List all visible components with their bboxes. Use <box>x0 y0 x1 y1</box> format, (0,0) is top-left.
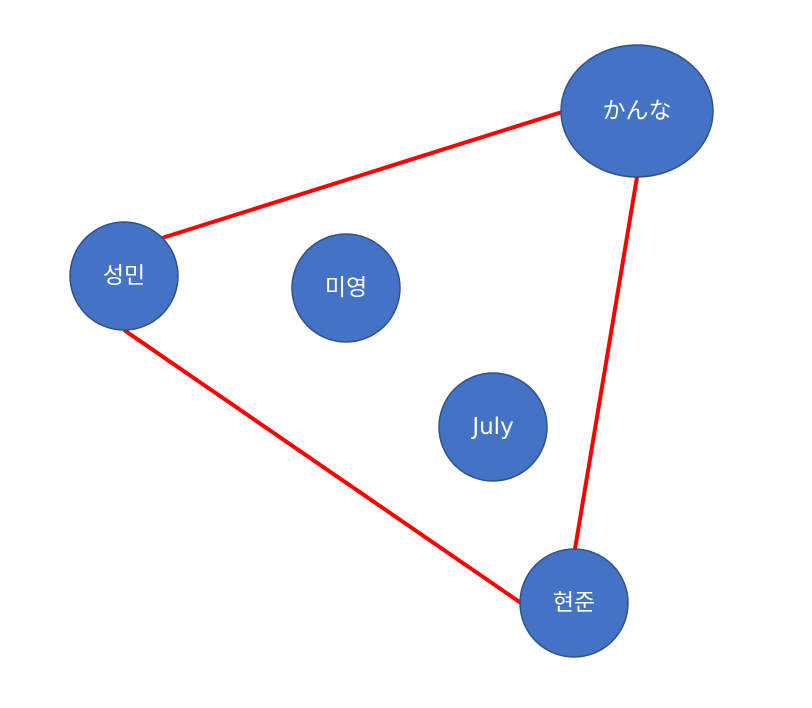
node-kanna[interactable]: かんな <box>560 44 714 178</box>
node-label: 미영 <box>325 275 367 301</box>
node-label: かんな <box>603 98 672 124</box>
node-hyeonjun[interactable]: 현준 <box>519 548 629 658</box>
node-circle <box>291 233 401 343</box>
edge-seongmin-kanna <box>161 110 563 240</box>
nodes-layer: かんな 성민 미영 July 현준 <box>69 44 714 658</box>
node-label: 현준 <box>553 590 595 616</box>
edges-layer <box>122 110 639 605</box>
node-circle <box>519 548 629 658</box>
node-seongmin[interactable]: 성민 <box>69 221 179 331</box>
node-circle <box>560 44 714 178</box>
node-circle <box>438 372 548 482</box>
node-label: 성민 <box>103 263 145 289</box>
node-label: July <box>470 414 513 440</box>
edge-seongmin-hyeonjun <box>122 328 523 605</box>
edge-kanna-hyeonjun <box>573 176 639 550</box>
node-miyoung[interactable]: 미영 <box>291 233 401 343</box>
node-circle <box>69 221 179 331</box>
node-july[interactable]: July <box>438 372 548 482</box>
